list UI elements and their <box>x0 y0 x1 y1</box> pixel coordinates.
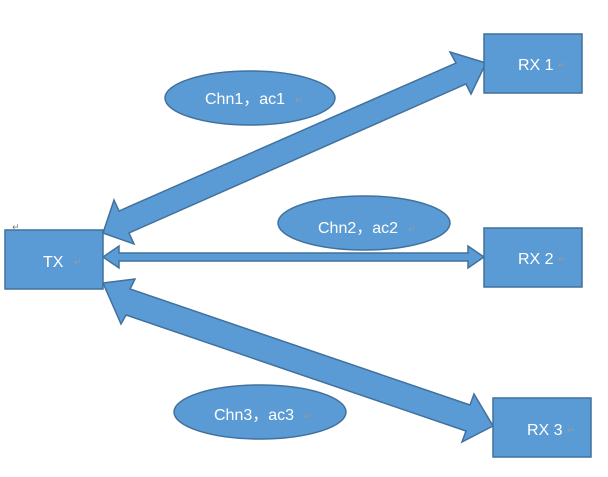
paragraph-mark: ↵ <box>304 412 312 422</box>
paragraph-mark-corner: ↵ <box>12 223 20 233</box>
node-rx3-label: RX 3 <box>527 422 563 439</box>
arrow-tx-rx2 <box>101 244 486 270</box>
channel-chn3-label: Chn3，ac3 <box>214 407 294 424</box>
node-rx2-label: RX 2 <box>518 251 554 268</box>
paragraph-mark: ↵ <box>558 255 566 265</box>
paragraph-mark: ↵ <box>408 225 416 235</box>
paragraph-mark: ↵ <box>74 258 82 268</box>
node-tx-label: TX <box>43 254 64 271</box>
paragraph-mark: ↵ <box>558 61 566 71</box>
channel-chn1-label: Chn1，ac1 <box>205 91 285 108</box>
channel-chn3: Chn3，ac3 ↵ <box>173 384 347 440</box>
node-rx1-label: RX 1 <box>518 57 554 74</box>
node-rx2: RX 2 ↵ <box>483 227 583 288</box>
node-tx: TX ↵ <box>4 229 104 290</box>
channel-chn2: Chn2，ac2 ↵ <box>277 195 451 251</box>
paragraph-mark: ↵ <box>295 96 303 106</box>
paragraph-mark: ↵ <box>567 426 575 436</box>
node-rx3: RX 3 ↵ <box>492 397 592 458</box>
channel-chn2-label: Chn2，ac2 <box>318 220 398 237</box>
channel-chn1: Chn1，ac1 ↵ <box>164 70 336 126</box>
node-rx1: RX 1 ↵ <box>483 33 583 94</box>
